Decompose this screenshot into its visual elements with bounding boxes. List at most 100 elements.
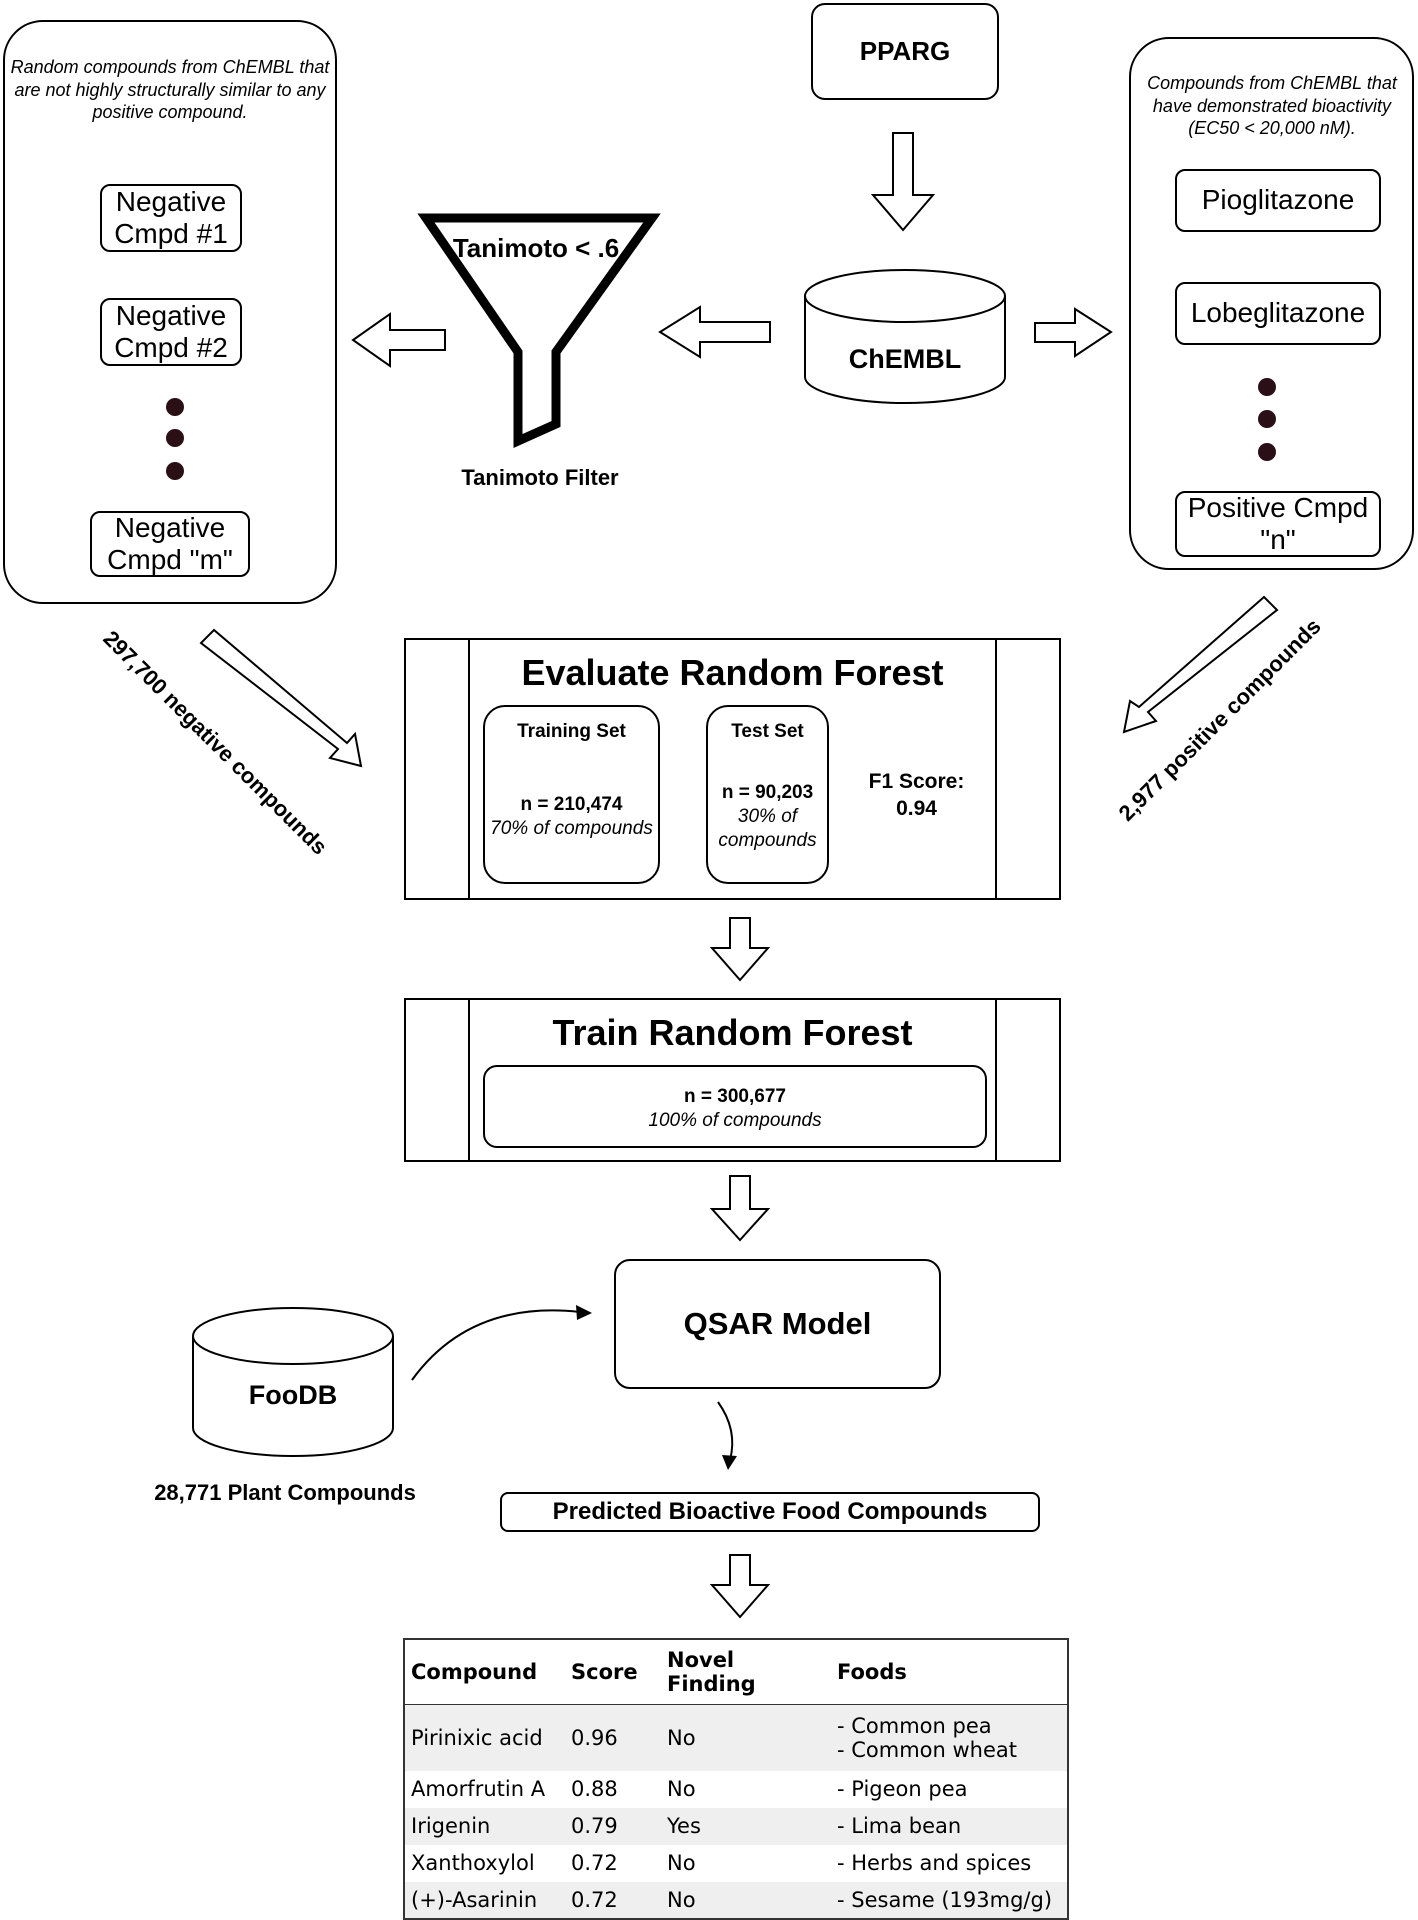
cell-foods: - Sesame (193mg/g) xyxy=(831,1881,1068,1919)
evaluate-title: Evaluate Random Forest xyxy=(521,652,944,693)
training-heading: Training Set xyxy=(517,721,626,742)
table-row: Irigenin 0.79 Yes - Lima bean xyxy=(404,1807,1068,1845)
training-set-box: Training Set n = 210,474 70% of compound… xyxy=(483,705,660,884)
negative-cmpd-m: Negative Cmpd "m" xyxy=(90,511,250,577)
positive-cmpd-lobeglitazone: Lobeglitazone xyxy=(1175,282,1381,345)
chembl-cylinder xyxy=(804,269,1006,404)
cell-compound: Xanthoxylol xyxy=(411,1851,535,1875)
cell-score: 0.72 xyxy=(565,1881,661,1919)
cell-foods: - Lima bean xyxy=(831,1807,1068,1845)
cell-novel: No xyxy=(661,1881,831,1919)
arrow-qsar-to-predicted xyxy=(717,1401,734,1461)
cell-foods: - Herbs and spices xyxy=(831,1845,1068,1882)
test-pct-1: 30% of xyxy=(737,805,798,827)
cell-compound: Amorfrutin A xyxy=(411,1777,546,1801)
table-row: Amorfrutin A 0.88 No - Pigeon pea xyxy=(404,1771,1068,1808)
training-n: n = 210,474 xyxy=(520,794,623,815)
cell-score: 0.88 xyxy=(571,1777,618,1801)
f1-label: F1 Score: xyxy=(868,770,965,793)
food-item: - Lima bean xyxy=(837,1814,962,1838)
cell-compound: Pirinixic acid xyxy=(404,1704,565,1771)
cell-score: 0.79 xyxy=(565,1807,661,1845)
positives-description: Compounds from ChEMBL that have demonstr… xyxy=(1147,73,1397,138)
table-row: Xanthoxylol 0.72 No - Herbs and spices xyxy=(404,1845,1068,1882)
arrow-negatives-to-evaluate xyxy=(199,628,363,768)
predicted-compounds-box: Predicted Bioactive Food Compounds xyxy=(500,1492,1040,1532)
positive-cmpd-n: Positive Cmpd "n" xyxy=(1175,491,1381,557)
train-stage: Train Random Forest n = 300,677 100% of … xyxy=(404,998,1061,1162)
arrowhead-qsar-to-predicted xyxy=(722,1455,737,1470)
train-pct: 100% of compounds xyxy=(648,1109,822,1131)
cell-novel: No xyxy=(667,1777,696,1801)
arrow-foodb-to-qsar xyxy=(411,1309,581,1381)
results-table: Compound Score Novel Finding Foods Pirin… xyxy=(403,1638,1069,1920)
cell-novel: Yes xyxy=(661,1807,831,1845)
food-item: - Sesame (193mg/g) xyxy=(837,1887,1053,1912)
test-pct-2: compounds xyxy=(718,829,817,851)
pparg-label: PPARG xyxy=(859,36,951,66)
arrow-chembl-to-positives xyxy=(1034,307,1113,358)
ellipsis-dot xyxy=(166,398,184,416)
cell-novel: No xyxy=(661,1704,831,1771)
training-pct: 70% of compounds xyxy=(490,817,653,839)
test-n: n = 90,203 xyxy=(721,782,814,803)
qsar-label: QSAR Model xyxy=(683,1306,872,1341)
tanimoto-funnel xyxy=(417,213,661,448)
negative-cmpd-2: Negative Cmpd #2 xyxy=(100,298,242,366)
train-right-bar xyxy=(995,1000,997,1160)
evaluate-right-bar xyxy=(995,640,997,898)
header-score: Score xyxy=(565,1639,661,1705)
cell-foods: - Pigeon pea xyxy=(831,1771,1068,1808)
cell-score: 0.96 xyxy=(565,1704,661,1771)
header-compound: Compound xyxy=(404,1639,565,1705)
chembl-label: ChEMBL xyxy=(848,344,962,374)
food-item: - Common wheat xyxy=(837,1737,1018,1762)
arrow-evaluate-to-train xyxy=(709,917,771,982)
pparg-box: PPARG xyxy=(811,3,999,100)
train-title: Train Random Forest xyxy=(552,1012,913,1053)
f1-value: 0.94 xyxy=(896,797,937,820)
arrow-chembl-to-filter xyxy=(658,305,771,359)
predicted-label: Predicted Bioactive Food Compounds xyxy=(552,1498,988,1525)
curved-arrows xyxy=(411,1309,734,1461)
train-count-box: n = 300,677 100% of compounds xyxy=(483,1065,987,1148)
arrow-filter-to-negatives xyxy=(351,312,446,368)
arrow-predicted-to-table xyxy=(709,1554,771,1619)
header-novel: Novel Finding xyxy=(661,1639,831,1705)
arrow-positives-to-evaluate xyxy=(1122,595,1279,734)
train-n: n = 300,677 xyxy=(684,1086,786,1107)
ellipsis-dot xyxy=(166,429,184,447)
food-item: - Common pea xyxy=(837,1713,992,1738)
arrowhead-foodb-to-qsar xyxy=(576,1305,592,1320)
negative-cmpd-1: Negative Cmpd #1 xyxy=(100,184,242,252)
evaluate-stage: Evaluate Random Forest Training Set n = … xyxy=(404,638,1061,900)
foodb-cylinder xyxy=(192,1307,394,1457)
header-foods: Foods xyxy=(831,1639,1068,1705)
cell-foods: - Common pea - Common wheat xyxy=(831,1704,1068,1771)
evaluate-left-bar xyxy=(468,640,470,898)
test-set-box: Test Set n = 90,203 30% of compounds xyxy=(706,705,829,884)
arrow-train-to-qsar xyxy=(709,1175,771,1242)
funnel-text: Tanimoto < .6 xyxy=(452,233,620,263)
table-row: (+)-Asarinin 0.72 No - Sesame (193mg/g) xyxy=(404,1881,1068,1919)
ellipsis-dot xyxy=(166,462,184,480)
cell-compound: Irigenin xyxy=(404,1807,565,1845)
filter-caption: Tanimoto Filter xyxy=(461,465,619,490)
cell-novel: No xyxy=(667,1851,696,1875)
foodb-caption: 28,771 Plant Compounds xyxy=(154,1480,416,1505)
positive-cmpd-pioglitazone: Pioglitazone xyxy=(1175,169,1381,232)
negatives-description: Random compounds from ChEMBL that are no… xyxy=(10,57,330,122)
test-heading: Test Set xyxy=(731,721,804,742)
train-left-bar xyxy=(468,1000,470,1160)
food-item: - Pigeon pea xyxy=(837,1777,968,1801)
foodb-label: FooDB xyxy=(248,1380,338,1410)
arrow-pparg-to-chembl xyxy=(870,132,936,232)
ellipsis-dot xyxy=(1258,410,1276,428)
ellipsis-dot xyxy=(1258,443,1276,461)
table-header-row: Compound Score Novel Finding Foods xyxy=(404,1639,1068,1705)
ellipsis-dot xyxy=(1258,378,1276,396)
qsar-model-box: QSAR Model xyxy=(614,1259,941,1389)
food-item: - Herbs and spices xyxy=(837,1851,1032,1875)
cell-score: 0.72 xyxy=(571,1851,618,1875)
cell-compound: (+)-Asarinin xyxy=(404,1881,565,1919)
